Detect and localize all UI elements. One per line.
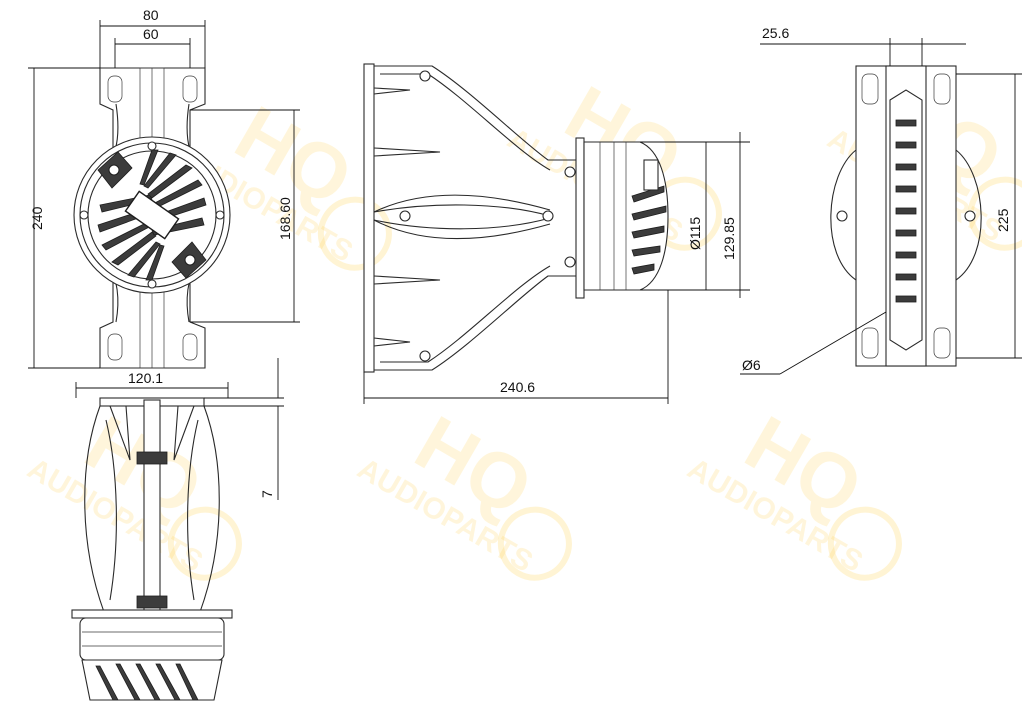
watermark-6: HQ AUDIOPARTS [682,399,902,581]
side-dimensions: 240.6 Ø115 129.85 [363,132,750,404]
dim-bottom-flange: 7 [259,490,275,498]
right-dimensions: 25.6 225 Ø6 [740,25,1022,375]
dim-right-height: 225 [995,208,1011,232]
dim-side-height: 129.85 [721,217,737,260]
dim-side-diameter: Ø115 [687,217,703,250]
bracket-slot [107,75,123,103]
screw-hole [215,210,225,220]
bolt [836,210,848,222]
bottom-driver [79,617,225,661]
driver-center-bar [124,190,180,240]
bracket-slot [182,75,198,103]
svg-text:Ø6: Ø6 [742,357,761,373]
svg-text:Ø115: Ø115 [687,217,703,250]
bracket-slot [861,327,879,359]
bracket-slot [107,333,123,361]
right-view [830,65,982,367]
bolt [399,210,411,222]
bracket-slot [182,333,198,361]
right-center-body [885,65,927,367]
dim-right-thickness: 25.6 [762,25,789,41]
bottom-view [71,397,233,701]
side-fins [631,185,667,275]
front-view [73,67,231,369]
screw-hole [79,210,89,220]
dim-bottom-width: 120.1 [128,370,163,386]
bolt [964,210,976,222]
bottom-mount-plate [71,609,233,619]
bolt [419,70,431,82]
bottom-dimensions: 120.1 7 [75,358,284,500]
screw-hole [147,141,157,151]
bottom-clamp [136,451,168,465]
dim-front-width-inner: 60 [143,26,159,42]
bolt [542,210,554,222]
dim-front-mount-spacing: 168.60 [277,197,293,240]
dim-front-height: 240 [29,206,45,230]
bottom-center-rib [143,399,161,613]
terminal-block [643,159,659,191]
dim-side-length: 240.6 [500,379,535,395]
bolt [564,256,576,268]
right-fins [895,119,917,303]
bracket-slot [933,73,951,105]
bottom-clamp [136,595,168,609]
front-dimensions: 80 60 240 168.60 [28,7,300,369]
throat-flange [575,137,585,299]
side-mount-plate [363,63,375,373]
screw-hole [147,279,157,289]
watermark-5: HQ AUDIOPARTS [352,399,572,581]
dim-front-width-outer: 80 [143,7,159,23]
bolt [564,166,576,178]
bolt [419,350,431,362]
side-view [363,63,669,373]
bracket-slot [861,73,879,105]
bottom-fins [95,663,199,701]
bracket-slot [933,327,951,359]
dim-right-hole: Ø6 [742,357,761,373]
